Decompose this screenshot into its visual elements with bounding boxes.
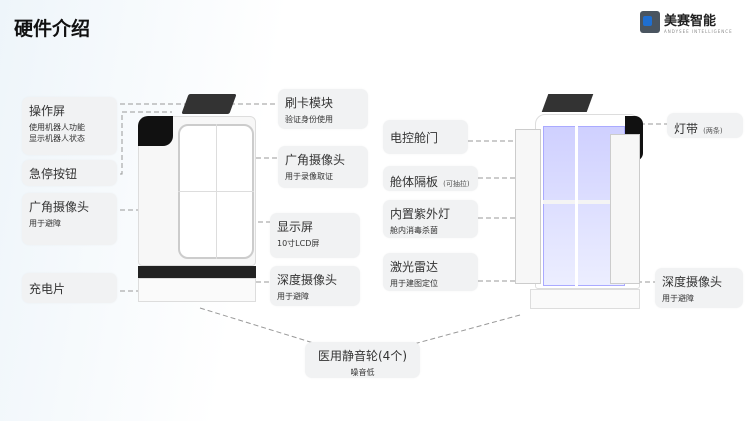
label-title: 内置紫外灯 (390, 207, 451, 221)
label-title: 舱体隔板 (390, 175, 439, 189)
label-title: 激光雷达 (390, 260, 439, 274)
label-note: (可抽拉) (443, 180, 470, 188)
label-title: 广角摄像头 (285, 153, 346, 167)
label-desc: 验证身份使用 (285, 115, 333, 124)
label-desc: 噪音低 (350, 368, 375, 377)
robot-open-view (515, 94, 655, 314)
label-light-strip: 灯带 (两条) (667, 113, 743, 138)
label-depth-camera-right: 深度摄像头 用于避障 (655, 268, 743, 308)
label-wide-camera-mid: 广角摄像头 用于录像取证 (278, 146, 368, 188)
label-desc: 用于避障 (662, 294, 694, 303)
label-desc: 10寸LCD屏 (277, 239, 320, 248)
label-title: 深度摄像头 (662, 275, 723, 289)
label-title: 刷卡模块 (285, 96, 334, 110)
label-desc: 显示机器人状态 (29, 134, 85, 144)
label-desc: 用于避障 (29, 219, 61, 228)
label-title: 充电片 (29, 282, 66, 296)
label-desc: 用于建图定位 (390, 279, 438, 288)
robot-front-view (133, 94, 263, 304)
logo-sub: ANDYSEE INTELLIGENCE (664, 29, 733, 34)
label-divider: 舱体隔板 (可抽拉) (383, 166, 478, 191)
label-wheels: 医用静音轮(4个) 噪音低 (305, 342, 420, 378)
label-title: 电控舱门 (390, 131, 439, 145)
label-title: 灯带 (674, 122, 699, 136)
logo-name: 美赛智能 (664, 14, 717, 29)
label-desc: 用于录像取证 (285, 172, 333, 181)
label-desc: 用于避障 (277, 292, 309, 301)
page-title: 硬件介绍 (14, 18, 91, 40)
label-title: 医用静音轮(4个) (318, 349, 407, 363)
label-title: 深度摄像头 (277, 273, 338, 287)
label-lidar: 激光雷达 用于建图定位 (383, 253, 478, 291)
label-display: 显示屏 10寸LCD屏 (270, 213, 360, 258)
label-charging-plate: 充电片 (22, 273, 117, 303)
logo-icon (640, 11, 660, 33)
label-note: (两条) (703, 127, 723, 135)
label-wide-camera-left: 广角摄像头 用于避障 (22, 193, 117, 245)
label-title: 急停按钮 (29, 167, 78, 181)
label-title: 显示屏 (277, 220, 314, 234)
label-emergency-stop: 急停按钮 (22, 160, 117, 186)
label-electric-door: 电控舱门 (383, 120, 468, 154)
label-operation-screen: 操作屏 使用机器人功能显示机器人状态 (22, 97, 117, 155)
label-card-module: 刷卡模块 验证身份使用 (278, 89, 368, 129)
label-title: 广角摄像头 (29, 200, 90, 214)
label-desc: 使用机器人功能 (29, 123, 85, 132)
label-depth-camera-mid: 深度摄像头 用于避障 (270, 266, 360, 306)
label-uv-light: 内置紫外灯 舱内消毒杀菌 (383, 200, 478, 238)
label-title: 操作屏 (29, 104, 66, 118)
label-desc: 舱内消毒杀菌 (390, 226, 438, 235)
